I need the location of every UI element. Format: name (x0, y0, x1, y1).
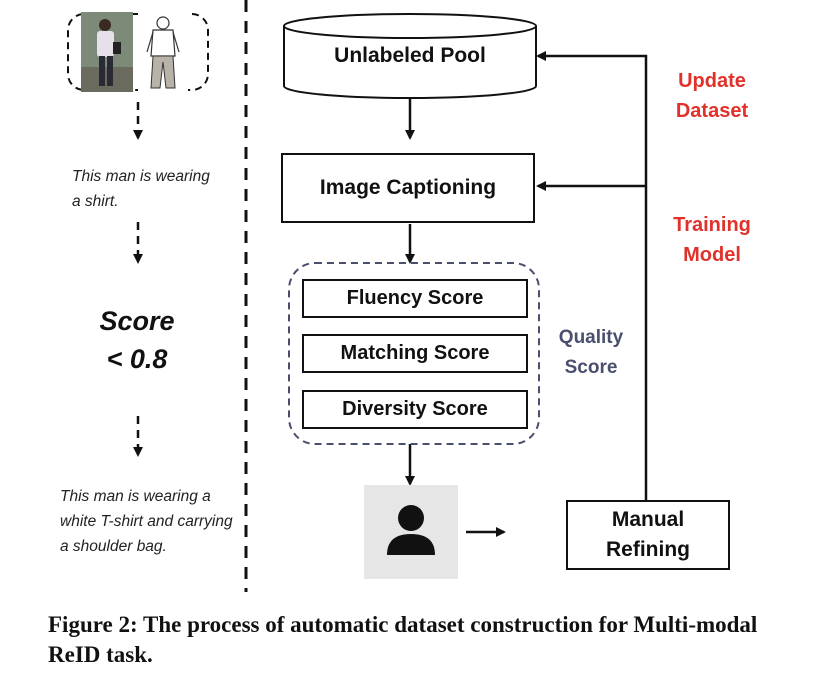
image-captioning-box: Image Captioning (281, 153, 535, 223)
figure-caption: Figure 2: The process of automatic datas… (48, 612, 758, 667)
unlabeled-pool-label: Unlabeled Pool (334, 44, 486, 67)
quality-score-line1: Quality (558, 327, 624, 348)
score-label: Score (99, 306, 175, 336)
manual-refining-box: Manual Refining (566, 500, 730, 570)
human-annotator-tile (364, 485, 458, 579)
score-threshold-value: < 0.8 (106, 344, 168, 374)
update-dataset-line2: Dataset (675, 100, 749, 122)
manual-refining-line1: Manual (611, 508, 685, 531)
fluency-score-box: Fluency Score (302, 279, 528, 318)
quality-score-frame (288, 262, 540, 445)
person-icon (387, 505, 435, 555)
training-model-line2: Model (683, 244, 741, 266)
person-photo-icon (81, 12, 133, 92)
refined-caption-text: This man is wearing a white T-shirt and … (60, 488, 233, 555)
update-dataset-line1: Update (678, 70, 746, 92)
unlabeled-pool-cylinder (283, 13, 537, 99)
initial-caption-text: This man is wearing a shirt. (72, 168, 210, 210)
feedback-line (536, 51, 648, 500)
quality-score-label: Quality Score (546, 323, 636, 383)
update-dataset-label: Update Dataset (660, 66, 764, 126)
manual-refining-line2: Refining (606, 538, 690, 561)
diversity-score-box: Diversity Score (302, 390, 528, 429)
quality-score-line2: Score (564, 357, 618, 378)
score-threshold: Score < 0.8 (92, 302, 182, 378)
person-sketch-icon (138, 12, 188, 92)
matching-score-box: Matching Score (302, 334, 528, 373)
training-model-line1: Training (673, 214, 751, 236)
training-model-label: Training Model (660, 210, 764, 270)
